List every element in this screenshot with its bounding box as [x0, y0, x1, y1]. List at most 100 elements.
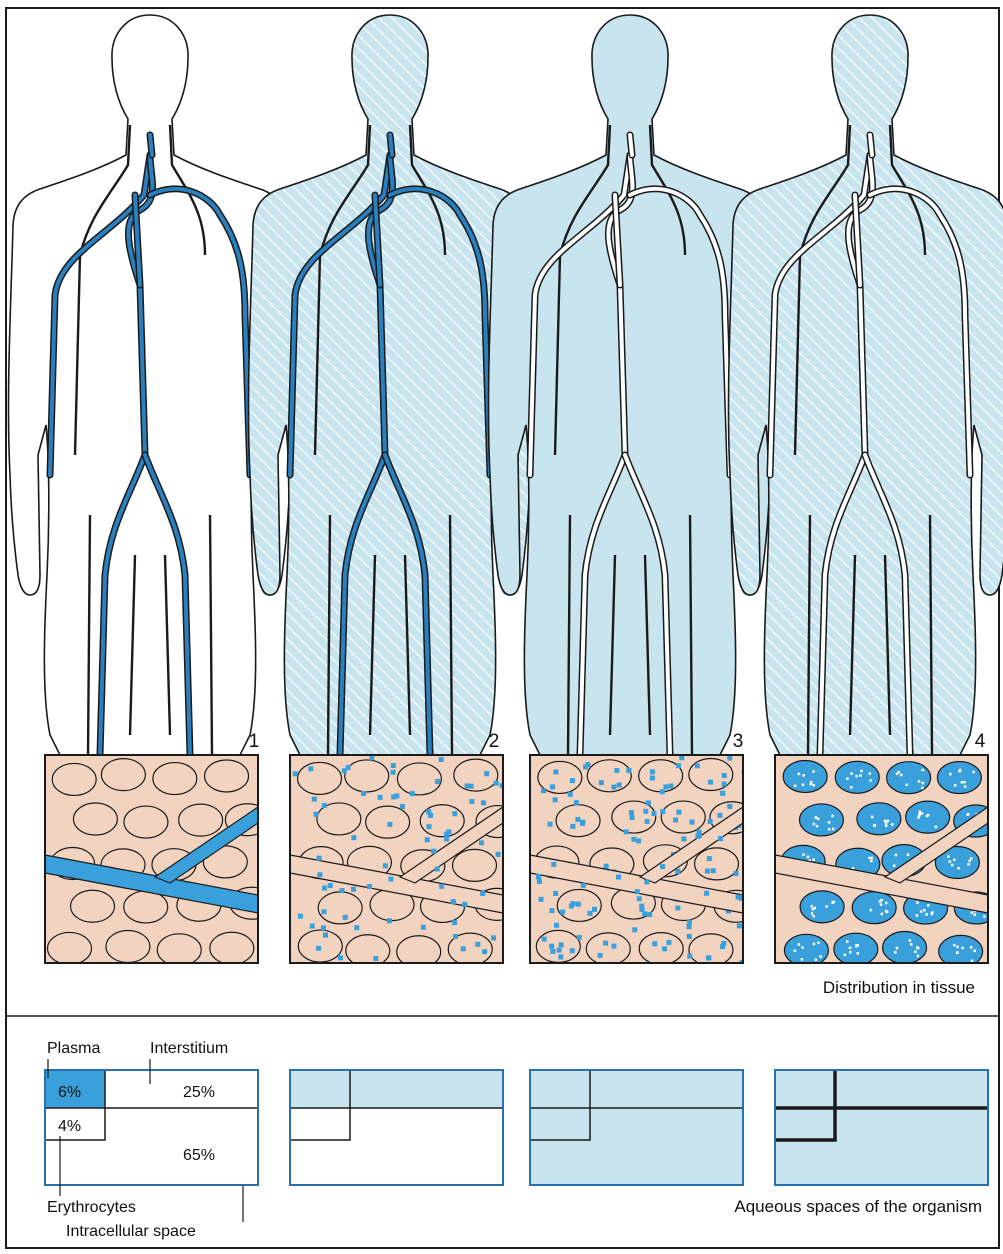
- cell-dot: [855, 775, 858, 778]
- tissue-cell: [784, 934, 828, 966]
- cell-dot: [599, 780, 604, 785]
- fluid-dot: [542, 937, 547, 942]
- cell-dot: [880, 903, 883, 906]
- fluid-dot: [482, 949, 487, 954]
- fluid-dot: [644, 879, 649, 884]
- cell-dot: [949, 860, 952, 863]
- fluid-dot: [461, 946, 466, 951]
- panel-number-2: 2: [489, 731, 500, 752]
- tissue-cell: [346, 935, 390, 967]
- cell-dot: [870, 909, 873, 912]
- cell-dot: [949, 773, 952, 776]
- cell-dot: [922, 782, 925, 785]
- fluid-dot: [636, 838, 641, 843]
- panel-number-4: 4: [975, 731, 986, 752]
- cell-dot: [973, 913, 976, 916]
- space-diagram-4: [775, 1070, 988, 1185]
- tissue-cell: [71, 890, 115, 922]
- cell-dot: [906, 784, 909, 787]
- cell-dot: [550, 784, 555, 789]
- cell-dot: [971, 959, 974, 962]
- fluid-dot: [624, 829, 629, 834]
- fluid-dot: [577, 935, 582, 940]
- fluid-dot: [453, 934, 458, 939]
- fluid-dot: [651, 811, 656, 816]
- fluid-dot: [632, 927, 637, 932]
- fluid-dot: [317, 872, 322, 877]
- tissue-cell: [661, 801, 705, 833]
- cell-dot: [857, 952, 860, 955]
- tissue-cell: [695, 848, 739, 880]
- fluid-dot: [721, 941, 726, 946]
- cell-dot: [896, 947, 899, 950]
- cell-dot: [844, 954, 847, 957]
- tissue-panel-4: [775, 755, 998, 967]
- cell-dot: [970, 857, 973, 860]
- cell-dot: [802, 853, 805, 856]
- cell-dot: [570, 824, 575, 829]
- cell-dot: [887, 820, 890, 823]
- cell-dot: [812, 858, 815, 861]
- cell-dot: [907, 853, 910, 856]
- fluid-dot: [435, 866, 440, 871]
- fluid-dot: [484, 771, 489, 776]
- fluid-dot: [428, 813, 433, 818]
- cell-dot: [650, 776, 655, 781]
- fluid-dot: [558, 954, 563, 959]
- cell-dot: [711, 868, 716, 873]
- cell-dot: [873, 824, 876, 827]
- cell-dot: [921, 787, 924, 790]
- tissue-cell: [453, 849, 497, 881]
- cell-dot: [798, 943, 801, 946]
- fluid-dot: [681, 836, 686, 841]
- fluid-dot: [298, 914, 303, 919]
- cell-dot: [846, 940, 849, 943]
- fluid-dot: [537, 879, 542, 884]
- cell-dot: [819, 955, 822, 958]
- cell-dot: [722, 781, 727, 786]
- cell-dot: [923, 909, 926, 912]
- cell-dot: [832, 828, 835, 831]
- fluid-dot: [480, 891, 485, 896]
- fluid-dot: [308, 766, 313, 771]
- cell-dot: [917, 947, 920, 950]
- fluid-dot: [611, 785, 616, 790]
- fluid-dot: [697, 830, 702, 835]
- cell-dot: [550, 949, 555, 954]
- cell-dot: [846, 777, 849, 780]
- fluid-dot: [361, 791, 366, 796]
- cell-dot: [810, 905, 813, 908]
- fluid-dot: [727, 756, 732, 761]
- cell-dot: [794, 949, 797, 952]
- tissue-cell: [210, 932, 254, 964]
- panel-number-3: 3: [733, 731, 744, 752]
- cell-dot: [871, 816, 874, 819]
- cell-dot: [828, 821, 831, 824]
- cell-dot: [675, 869, 680, 874]
- fluid-dot: [469, 784, 474, 789]
- fluid-dot: [481, 800, 486, 805]
- cell-dot: [705, 869, 710, 874]
- fluid-dot: [734, 871, 739, 876]
- intracellular-space: [775, 1070, 988, 1185]
- body-silhouettes: [8, 15, 1003, 755]
- intracellular-percent: 65%: [183, 1147, 215, 1164]
- cell-dot: [983, 915, 986, 918]
- fluid-dot: [378, 795, 383, 800]
- cell-dot: [916, 901, 919, 904]
- cell-dot: [813, 823, 816, 826]
- fluid-dot: [536, 874, 541, 879]
- cell-dot: [707, 856, 712, 861]
- tissue-cell: [47, 932, 91, 964]
- tissue-cell: [345, 760, 389, 792]
- cell-dot: [802, 783, 805, 786]
- cell-dot: [961, 947, 964, 950]
- cell-dot: [802, 774, 805, 777]
- fluid-dot: [431, 849, 436, 854]
- interstitium-label: Interstitium: [150, 1040, 228, 1057]
- cell-dot: [642, 911, 647, 916]
- panel-number-1: 1: [249, 731, 260, 752]
- cell-dot: [895, 854, 898, 857]
- tissue-cell: [883, 932, 927, 964]
